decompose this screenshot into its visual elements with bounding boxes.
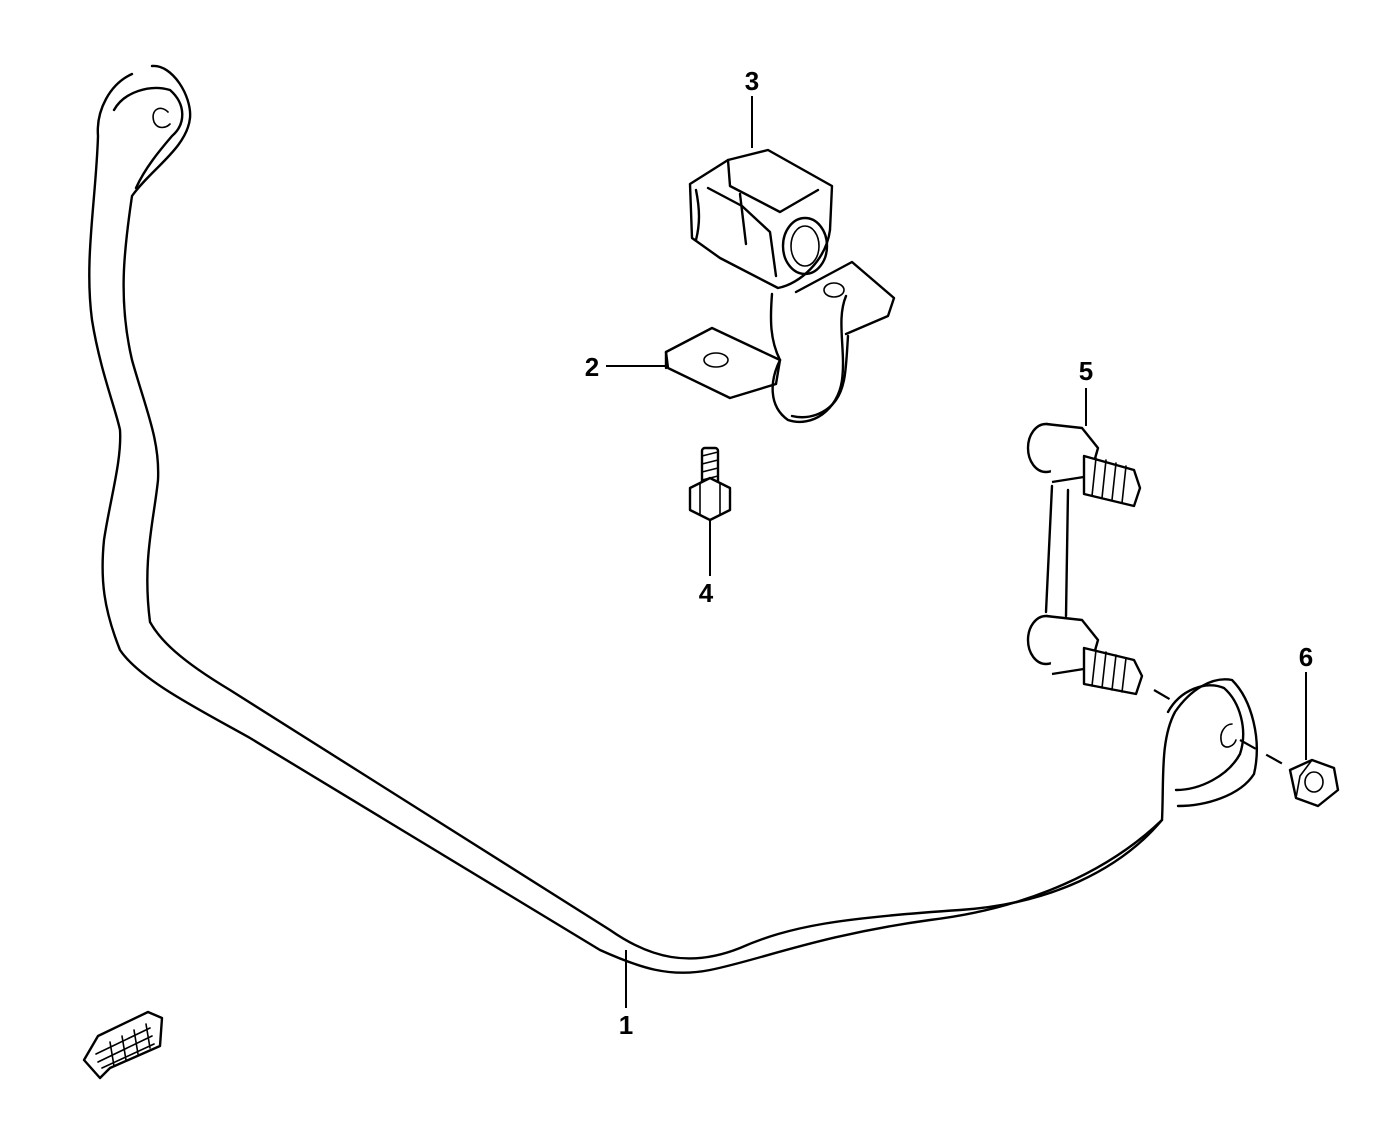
front-direction-arrow-icon [82,1010,164,1080]
assembly-guide-lines [1153,689,1291,769]
link-nut [1288,758,1340,808]
stabilizer-bracket [664,260,896,423]
callout-3: 3 [745,66,759,96]
callout-2: 2 [585,352,599,382]
bracket-bolt [688,446,732,522]
leader-lines [606,96,1307,1008]
stabilizer-bar [88,64,1258,974]
callout-1: 1 [619,1010,633,1040]
callout-6: 6 [1299,642,1313,672]
callout-5: 5 [1079,356,1093,386]
callouts: 1 2 3 4 5 6 [585,66,1313,1040]
stabilizer-link [1026,422,1144,696]
stabilizer-bushing [688,148,834,290]
callout-4: 4 [699,578,714,608]
